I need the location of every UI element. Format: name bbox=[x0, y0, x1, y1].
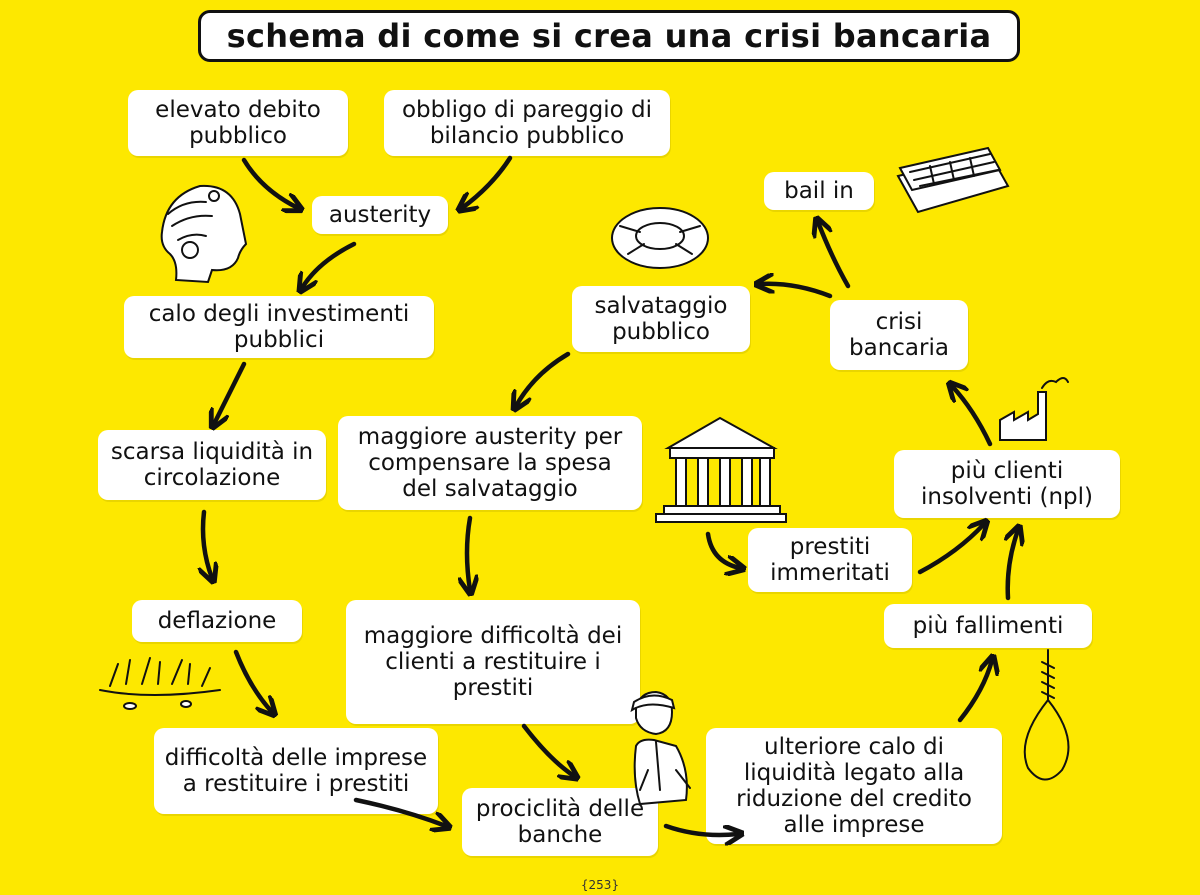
node-austerity: austerity bbox=[312, 196, 448, 234]
arrow-temple-to-immeritati bbox=[705, 531, 740, 568]
node-piu-fallimenti: più fallimenti bbox=[884, 604, 1092, 648]
node-prociclita: prociclità delle banche bbox=[462, 788, 658, 856]
node-difficolta-imprese: difficoltà delle imprese a restituire i … bbox=[154, 728, 438, 814]
node-piu-clienti: più clienti insolventi (npl) bbox=[894, 450, 1120, 518]
arrow-difficolta-to-prociclita bbox=[353, 797, 446, 826]
arrow-calo-to-scarsa bbox=[214, 361, 247, 424]
noose-icon bbox=[1023, 649, 1070, 781]
arrow-prociclita-to-ulteriore bbox=[663, 826, 738, 835]
bank-temple-icon bbox=[655, 416, 787, 523]
node-prestiti-immeritati: prestiti immeritati bbox=[748, 528, 912, 592]
diagram-title: schema di come si crea una crisi bancari… bbox=[198, 10, 1020, 62]
node-scarsa-liquidita: scarsa liquidità in circolazione bbox=[98, 430, 326, 500]
node-deflazione: deflazione bbox=[132, 600, 302, 642]
arrow-pareggio-to-austerity bbox=[462, 155, 513, 208]
life-buoy-icon bbox=[611, 207, 709, 269]
arrow-immeritati-to-clienti bbox=[917, 524, 984, 575]
node-salvataggio: salvataggio pubblico bbox=[572, 286, 750, 352]
arrow-ulteriore-to-fallimenti bbox=[957, 660, 992, 723]
arrow-austerity-to-calo bbox=[302, 241, 357, 288]
arrow-crisi-to-salvataggio bbox=[760, 284, 833, 299]
node-crisi-bancaria: crisi bancaria bbox=[830, 300, 968, 370]
arrow-clienti-to-crisi bbox=[952, 386, 993, 447]
banker-man-icon bbox=[630, 690, 691, 806]
arrow-debito-to-austerity bbox=[241, 157, 298, 208]
arrow-crisi-to-bail-in bbox=[818, 222, 851, 289]
dry-grass-icon bbox=[99, 657, 221, 710]
node-obbligo-pareggio: obbligo di pareggio di bilancio pubblico bbox=[384, 90, 670, 156]
node-bail-in: bail in bbox=[764, 172, 874, 210]
arrow-salvataggio-to-maggiore-austerity bbox=[516, 351, 571, 406]
factory-icon bbox=[999, 377, 1069, 441]
banknote-box-icon bbox=[896, 146, 1010, 214]
arrow-maggiore-difficolta-to-prociclita bbox=[521, 723, 574, 776]
arrow-deflazione-to-difficolta bbox=[233, 649, 272, 712]
node-maggiore-difficolta: maggiore difficoltà dei clienti a restit… bbox=[346, 600, 640, 724]
arrow-fallimenti-to-clienti bbox=[1008, 530, 1018, 601]
page-number: {253} bbox=[580, 878, 620, 892]
node-elevato-debito: elevato debito pubblico bbox=[128, 90, 348, 156]
node-calo-investimenti: calo degli investimenti pubblici bbox=[124, 296, 434, 358]
greek-head-icon bbox=[160, 184, 248, 284]
arrow-scarsa-to-deflazione bbox=[203, 509, 212, 578]
arrow-maggiore-austerity-to-difficolta bbox=[467, 515, 470, 590]
node-maggiore-austerity: maggiore austerity per compensare la spe… bbox=[338, 416, 642, 510]
node-ulteriore-calo: ulteriore calo di liquidità legato alla … bbox=[706, 728, 1002, 844]
